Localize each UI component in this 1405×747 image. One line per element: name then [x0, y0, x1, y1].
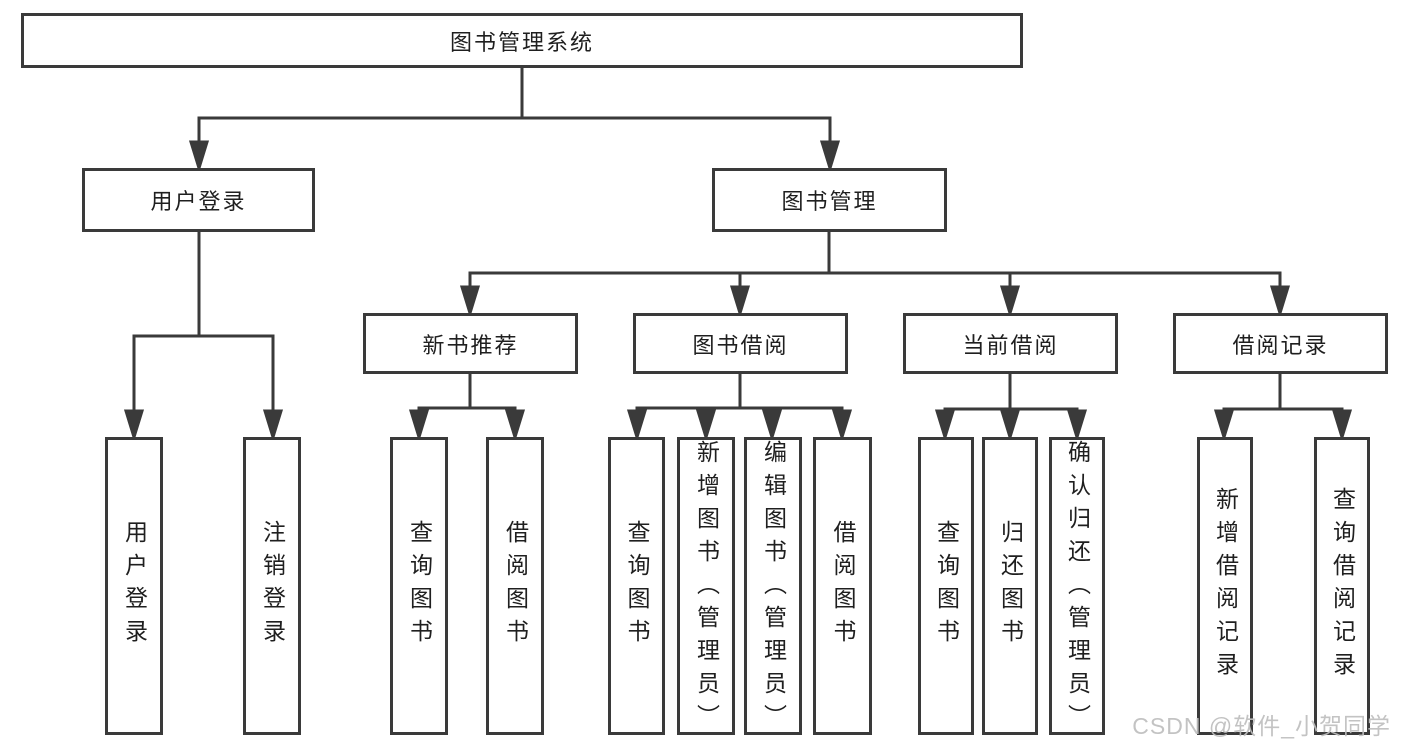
leaf-borrow-books-label: 借阅图书 [830, 520, 856, 652]
leaf-query-books-recommend-label: 查询图书 [406, 520, 433, 652]
leaf-borrow-books: 借阅图书 [813, 437, 872, 735]
node-current-borrow-label: 当前借阅 [962, 332, 1059, 358]
node-book-management: 图书管理 [712, 168, 947, 232]
node-current-borrow: 当前借阅 [903, 313, 1118, 374]
leaf-query-books-borrow-label: 查询图书 [624, 520, 650, 652]
leaf-query-books-borrow: 查询图书 [608, 437, 665, 735]
leaf-add-books-admin-label: 新增图书（管理员） [693, 440, 720, 737]
leaf-edit-books-admin-label: 编辑图书（管理员） [760, 440, 787, 737]
node-user-login-label: 用户登录 [150, 189, 247, 214]
node-borrow-records-label: 借阅记录 [1232, 332, 1329, 358]
node-borrow-records: 借阅记录 [1173, 313, 1388, 374]
node-book-borrow-label: 图书借阅 [692, 332, 789, 358]
leaf-query-books-current-label: 查询图书 [933, 520, 960, 652]
node-new-book-recommend: 新书推荐 [363, 313, 578, 374]
leaf-user-login-label: 用户登录 [121, 520, 148, 652]
leaf-query-books-current: 查询图书 [918, 437, 974, 735]
node-book-management-label: 图书管理 [781, 189, 878, 214]
leaf-return-books-label: 归还图书 [997, 520, 1024, 652]
leaf-add-books-admin: 新增图书（管理员） [677, 437, 735, 737]
leaf-logout: 注销登录 [243, 437, 301, 735]
csdn-watermark: CSDN @软件_小贺同学 [1132, 713, 1391, 739]
leaf-add-borrow-record-label: 新增借阅记录 [1212, 487, 1239, 685]
leaf-confirm-return-admin: 确认归还（管理员） [1049, 437, 1105, 737]
leaf-confirm-return-admin-label: 确认归还（管理员） [1064, 440, 1091, 737]
node-book-borrow: 图书借阅 [633, 313, 848, 374]
leaf-logout-label: 注销登录 [259, 520, 286, 652]
leaf-user-login: 用户登录 [105, 437, 163, 735]
node-user-login: 用户登录 [82, 168, 315, 232]
node-root-system: 图书管理系统 [21, 13, 1023, 68]
leaf-query-books-recommend: 查询图书 [390, 437, 448, 735]
leaf-return-books: 归还图书 [982, 437, 1038, 735]
leaf-add-borrow-record: 新增借阅记录 [1197, 437, 1253, 735]
leaf-edit-books-admin: 编辑图书（管理员） [744, 437, 802, 737]
leaf-borrow-books-recommend: 借阅图书 [486, 437, 544, 735]
leaf-query-borrow-record-label: 查询借阅记录 [1329, 487, 1356, 685]
node-root-label: 图书管理系统 [449, 29, 594, 55]
leaf-borrow-books-recommend-label: 借阅图书 [502, 520, 529, 652]
node-new-book-recommend-label: 新书推荐 [422, 332, 519, 358]
leaf-query-borrow-record: 查询借阅记录 [1314, 437, 1370, 735]
